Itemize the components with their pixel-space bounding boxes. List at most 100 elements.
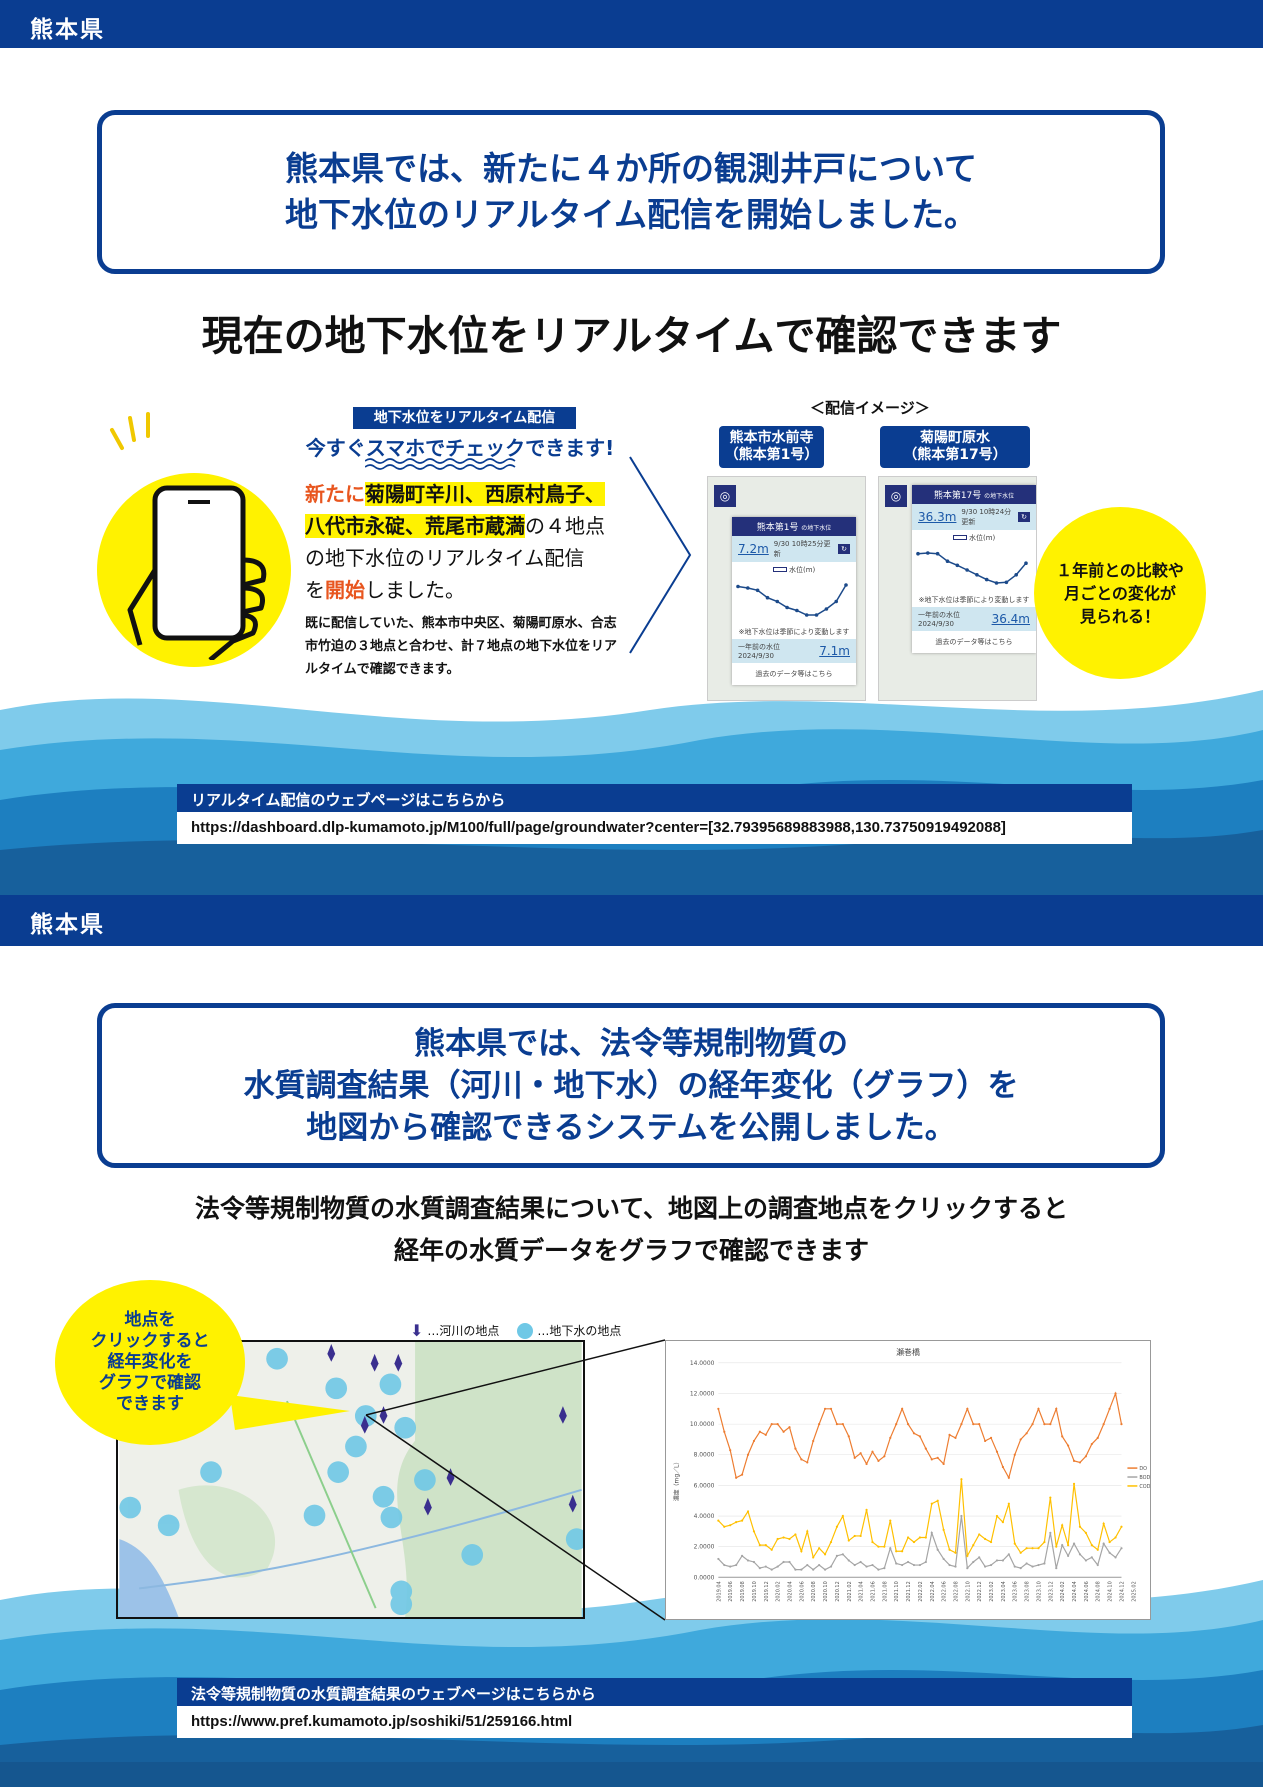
data-point-do — [782, 1430, 785, 1433]
data-point-bod — [906, 1560, 910, 1564]
data-point-cod — [936, 1499, 939, 1502]
data-point-cod — [758, 1544, 761, 1547]
data-point-bod — [794, 1568, 797, 1571]
x-tick-label: 2024.10 — [1108, 1581, 1114, 1601]
data-point-cod — [729, 1524, 732, 1527]
x-tick-label: 2023.12 — [1048, 1581, 1054, 1601]
data-point-do — [942, 1462, 945, 1466]
x-tick-label: 2020.12 — [835, 1581, 841, 1601]
headline-box: 熊本県では、法令等規制物質の 水質調査結果（河川・地下水）の経年変化（グラフ）を… — [97, 1003, 1165, 1168]
data-point-cod — [984, 1537, 987, 1541]
data-point-do — [989, 1436, 993, 1439]
data-point-bod — [942, 1557, 945, 1561]
data-point-cod — [859, 1534, 862, 1538]
data-point-do — [1025, 1432, 1028, 1435]
river-pin-icon: ⬇ — [410, 1321, 424, 1340]
data-point-cod — [835, 1525, 839, 1528]
data-point-bod — [1043, 1562, 1046, 1565]
data-point-do — [1037, 1407, 1040, 1410]
data-point-do — [788, 1426, 791, 1429]
data-point-bod — [960, 1514, 963, 1518]
data-point-do — [1013, 1453, 1016, 1456]
data-point-do — [818, 1423, 821, 1426]
data-point-cod — [1055, 1545, 1058, 1548]
popup-suffix: の地下水位 — [984, 493, 1015, 500]
url-box-realtime: リアルタイム配信のウェブページはこちらから https://dashboard.… — [177, 784, 1132, 844]
legend-swatch — [772, 567, 787, 572]
header-bar: 熊本県 — [0, 0, 1263, 48]
location-icon[interactable]: ◎ — [714, 485, 736, 507]
label-realtime: 地下水位をリアルタイム配信 — [353, 407, 576, 429]
x-tick-label: 2022.10 — [965, 1581, 971, 1601]
data-point-bod — [764, 1565, 767, 1568]
catch-copy: 今すぐスマホでチェックできます! — [305, 436, 615, 460]
data-point-bod — [1055, 1567, 1058, 1570]
data-point-do — [889, 1436, 892, 1439]
data-point-do — [918, 1435, 922, 1438]
text: しました。 — [365, 578, 465, 602]
bubble-line: 経年変化を — [107, 1352, 193, 1372]
data-point-bod — [800, 1568, 803, 1571]
data-point-bod — [972, 1560, 975, 1564]
text-start: 開始 — [325, 578, 365, 602]
data-point-bod — [883, 1567, 886, 1570]
prev-label: 一年前の水位 2024/9/30 — [738, 643, 780, 660]
url-title: リアルタイム配信のウェブページはこちらから — [177, 784, 1132, 812]
legend-label: COD — [1139, 1484, 1150, 1490]
season-note: ※地下水位は季節により変動します — [918, 596, 1030, 604]
data-point-cod — [1037, 1547, 1040, 1550]
data-point-do — [1120, 1423, 1123, 1426]
x-tick-label: 2021.08 — [882, 1581, 888, 1601]
groundwater-dot-icon — [517, 1322, 534, 1339]
past-data-link[interactable]: 過去のデータ等はこちら — [755, 670, 833, 678]
x-tick-label: 2021.12 — [906, 1581, 912, 1601]
data-point-do — [829, 1407, 833, 1410]
bubble-line: 月ごとの変化が — [1064, 583, 1176, 603]
x-tick-label: 2021.04 — [859, 1581, 865, 1601]
data-point-bod — [912, 1563, 916, 1567]
data-point-do — [966, 1407, 969, 1410]
past-data-link[interactable]: 過去のデータ等はこちら — [935, 638, 1013, 646]
season-note: ※地下水位は季節により変動します — [738, 628, 850, 636]
location-icon[interactable]: ◎ — [885, 485, 907, 507]
text-sites: 菊陽町辛川、西原村鳥子、 — [365, 482, 605, 506]
data-point-bod — [823, 1568, 827, 1571]
x-tick-label: 2019.04 — [716, 1581, 722, 1601]
data-point-bod — [1019, 1567, 1022, 1570]
prev-label: 一年前の水位 2024/9/30 — [918, 611, 960, 628]
data-point-do — [930, 1458, 933, 1461]
data-point-bod — [865, 1565, 868, 1568]
url-link[interactable]: https://dashboard.dlp-kumamoto.jp/M100/f… — [177, 812, 1132, 844]
data-point-cod — [906, 1536, 910, 1539]
data-point-do — [1090, 1442, 1093, 1446]
x-tick-label: 2023.04 — [1001, 1581, 1007, 1601]
data-point-do — [1114, 1392, 1117, 1395]
data-point-cod — [1007, 1502, 1010, 1505]
data-point-bod — [924, 1560, 927, 1564]
site-id: （熊本第17号） — [903, 447, 1007, 463]
x-tick-label: 2025.02 — [1131, 1581, 1137, 1601]
data-point-cod — [847, 1539, 850, 1542]
data-point-cod — [800, 1550, 803, 1553]
refresh-icon[interactable]: ↻ — [1018, 512, 1030, 522]
updated-time: 9/30 10時25分更新 — [773, 540, 831, 558]
y-tick-label: 14.0000 — [690, 1360, 715, 1367]
legend-label: DO — [1139, 1466, 1147, 1472]
url-box-water-quality: 法令等規制物質の水質調査結果のウェブページはこちらから https://www.… — [177, 1678, 1132, 1738]
data-point-cod — [930, 1502, 933, 1505]
data-point-do — [835, 1423, 839, 1426]
url-link[interactable]: https://www.pref.kumamoto.jp/soshiki/51/… — [177, 1706, 1132, 1738]
data-point-bod — [901, 1563, 904, 1567]
data-point-do — [723, 1430, 726, 1433]
data-point-do — [995, 1450, 999, 1453]
data-point-do — [847, 1435, 850, 1438]
subheading-line: 法令等規制物質の水質調査結果について、地図上の調査地点をクリックすると — [194, 1194, 1068, 1223]
data-point-cod — [924, 1536, 927, 1539]
data-point-bod — [717, 1557, 720, 1561]
text: を — [305, 578, 325, 602]
refresh-icon[interactable]: ↻ — [838, 544, 850, 554]
data-point-cod — [740, 1519, 744, 1522]
data-point-do — [912, 1432, 916, 1435]
data-point-do — [823, 1407, 827, 1410]
